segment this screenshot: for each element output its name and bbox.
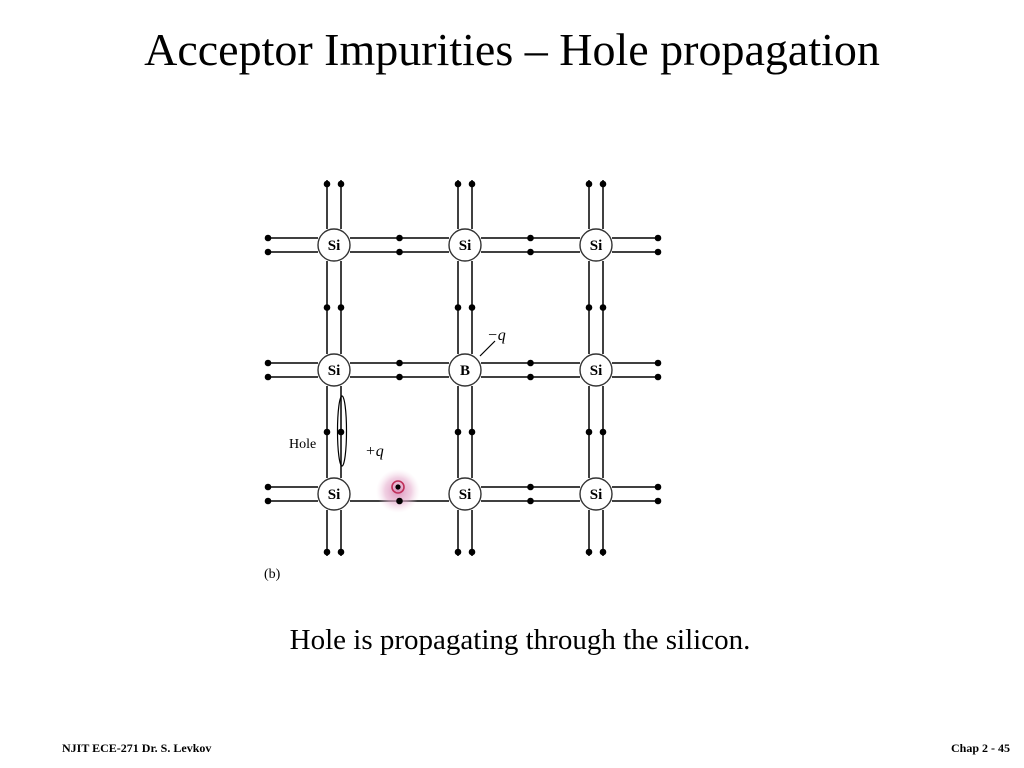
electron-dot — [468, 428, 476, 436]
atom-circle — [579, 353, 613, 387]
footer-right: Chap 2 - 45 — [950, 741, 1010, 755]
hole-charge-label: +q — [365, 443, 384, 460]
electron-dot — [396, 234, 403, 242]
electron-dot — [396, 359, 403, 367]
hole-label: Hole — [289, 437, 316, 452]
electron-dot — [264, 248, 272, 256]
electron-dot — [396, 248, 403, 256]
atom-circle — [317, 477, 351, 511]
bond-electrons — [264, 180, 662, 556]
footer-left: NJIT ECE-271 Dr. S. Levkov — [62, 741, 212, 755]
electron-dot — [323, 548, 331, 556]
slide-title: Acceptor Impurities – Hole propagation — [144, 24, 880, 75]
electron-dot — [396, 373, 403, 381]
atom-label: Si — [590, 487, 603, 503]
atom-circle — [579, 477, 613, 511]
atom-circle — [317, 353, 351, 387]
electron-dot — [654, 483, 662, 491]
atom-circle — [317, 228, 351, 262]
acceptor-charge-label: −q — [487, 327, 506, 344]
electron-dot — [337, 180, 345, 188]
slide-caption: Hole is propagating through the silicon. — [289, 624, 751, 656]
electron-dot — [599, 428, 607, 436]
hole-dot — [395, 484, 401, 490]
electron-dot — [323, 428, 331, 436]
electron-dot — [585, 548, 593, 556]
atom-label: Si — [328, 487, 341, 503]
electron-dot — [264, 359, 272, 367]
electron-dot — [264, 497, 272, 505]
electron-dot — [527, 373, 534, 381]
atom-label: B — [460, 363, 470, 379]
electron-dot — [454, 548, 462, 556]
hole-ellipse — [336, 395, 348, 467]
electron-dot — [264, 483, 272, 491]
electron-dot — [654, 373, 662, 381]
panel-label: (b) — [264, 567, 281, 582]
atom-label: Si — [328, 363, 341, 379]
electron-dot — [527, 497, 534, 505]
atom-circle — [579, 228, 613, 262]
atom-label: Si — [459, 238, 472, 254]
electron-dot — [454, 428, 462, 436]
electron-dot — [527, 248, 534, 256]
electron-dot — [585, 180, 593, 188]
hole-ring — [391, 480, 405, 494]
atom-circle — [448, 353, 482, 387]
electron-dot — [599, 180, 607, 188]
atom-label: Si — [459, 487, 472, 503]
acceptor-charge-leader — [479, 340, 496, 357]
atom-label: Si — [328, 238, 341, 254]
electron-dot — [468, 304, 476, 311]
electron-dot — [585, 428, 593, 436]
electron-dot — [337, 304, 345, 311]
electron-dot — [323, 304, 331, 311]
atom-label: Si — [590, 363, 603, 379]
electron-dot — [264, 373, 272, 381]
electron-dot — [468, 548, 476, 556]
electron-dot — [654, 497, 662, 505]
electron-dot — [527, 359, 534, 367]
atom-circle — [448, 228, 482, 262]
electron-dot — [585, 304, 593, 311]
electron-dot — [599, 548, 607, 556]
electron-dot — [337, 548, 345, 556]
hole-highlight — [376, 469, 420, 513]
electron-dot — [454, 180, 462, 188]
electron-dot — [654, 234, 662, 242]
atom-circle — [448, 477, 482, 511]
electron-dot — [654, 248, 662, 256]
electron-dot — [527, 483, 534, 491]
electron-dot — [337, 428, 345, 436]
electron-dot — [468, 180, 476, 188]
hole-indicator: Hole +q — [289, 395, 384, 467]
electron-dot — [264, 234, 272, 242]
acceptor-charge: −q — [479, 327, 506, 357]
electron-dot — [454, 304, 462, 311]
electron-dot — [323, 180, 331, 188]
atom-label: Si — [590, 238, 603, 254]
electron-dot — [654, 359, 662, 367]
electron-dot — [599, 304, 607, 311]
electron-dot — [396, 497, 403, 505]
hole-glow — [376, 469, 420, 513]
electron-dot — [527, 234, 534, 242]
